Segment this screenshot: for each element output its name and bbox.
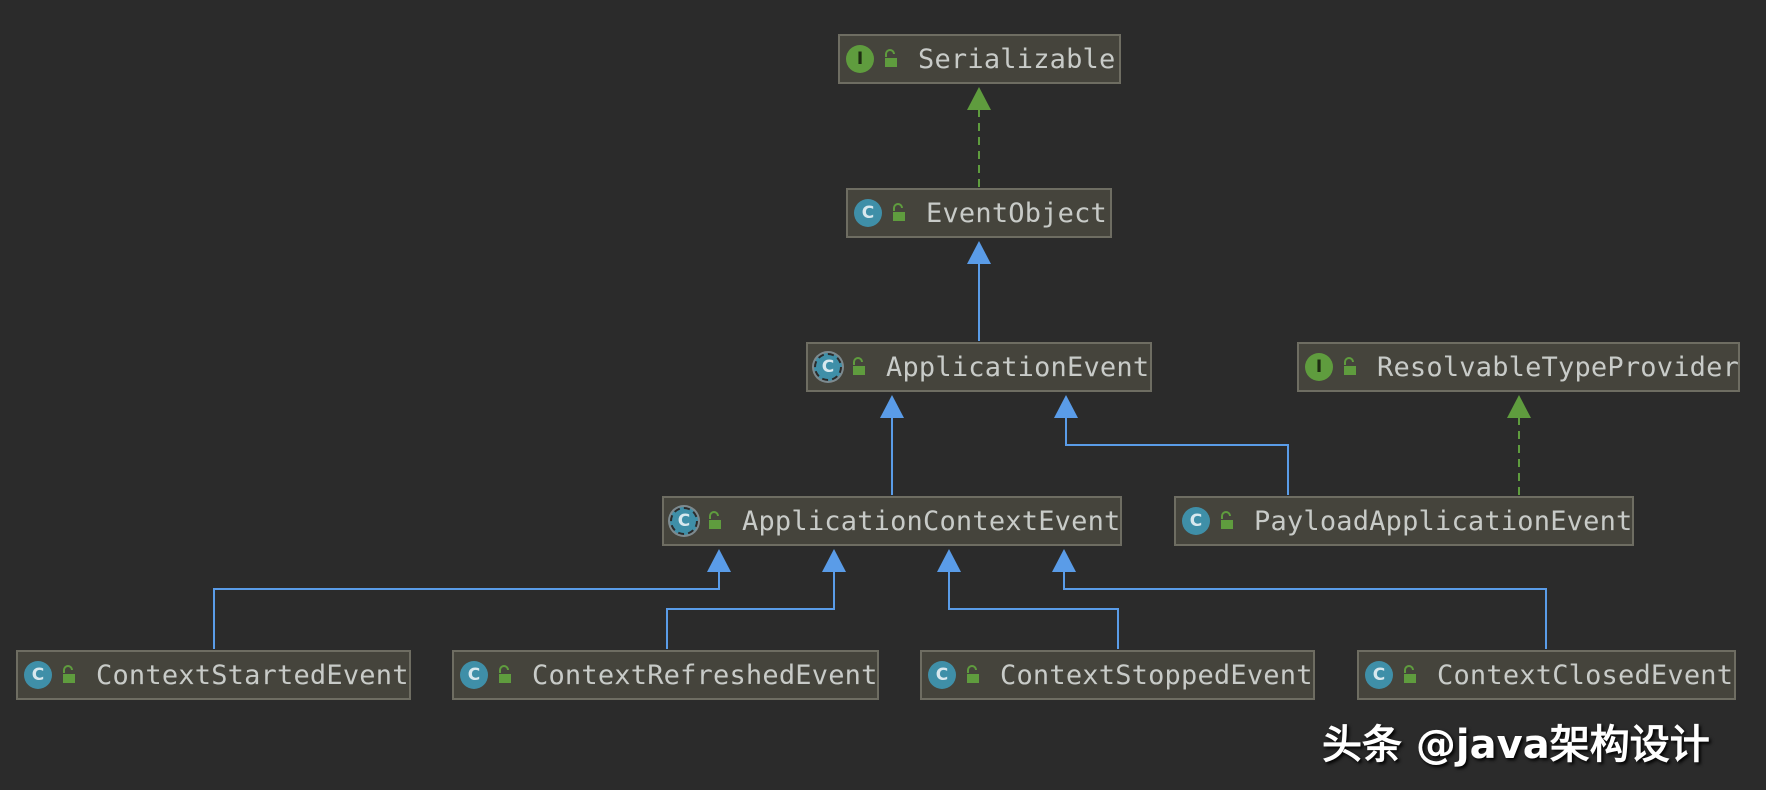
abstract-class-icon: C	[670, 507, 698, 535]
class-icon: C	[460, 661, 488, 689]
unlocked-icon	[1404, 665, 1416, 683]
node-label: ApplicationContextEvent	[742, 505, 1121, 537]
unlocked-icon	[1221, 511, 1233, 529]
unlocked-icon	[853, 357, 865, 375]
edge-contextstoppedevent-applicationcontextevent	[948, 570, 1119, 649]
node-label: PayloadApplicationEvent	[1254, 505, 1633, 537]
class-icon: C	[928, 661, 956, 689]
edge-payloadapplicationevent-applicationevent	[1065, 416, 1289, 495]
unlocked-icon	[499, 665, 511, 683]
node-label: ContextClosedEvent	[1437, 659, 1734, 691]
node-contextrefreshedevent[interactable]: C ContextRefreshedEvent	[452, 650, 879, 700]
class-icon: C	[1365, 661, 1393, 689]
class-icon: C	[854, 199, 882, 227]
node-label: ContextRefreshedEvent	[532, 659, 878, 691]
node-label: ResolvableTypeProvider	[1377, 351, 1740, 383]
unlocked-icon	[885, 49, 897, 67]
arrowhead-ace-3	[937, 549, 961, 572]
edge-contextstartedevent-applicationcontextevent	[213, 570, 720, 649]
node-resolvabletypeprovider[interactable]: I ResolvableTypeProvider	[1297, 342, 1740, 392]
node-label: ContextStartedEvent	[96, 659, 409, 691]
arrowhead-ace-1	[707, 549, 731, 572]
interface-icon: I	[846, 45, 874, 73]
node-contextclosedevent[interactable]: C ContextClosedEvent	[1357, 650, 1736, 700]
abstract-class-icon: C	[814, 353, 842, 381]
edge-contextrefreshedevent-applicationcontextevent	[666, 570, 835, 649]
node-serializable[interactable]: I Serializable	[838, 34, 1121, 84]
node-payloadapplicationevent[interactable]: C PayloadApplicationEvent	[1174, 496, 1634, 546]
arrowhead-eventobject	[967, 241, 991, 264]
watermark: 头条 @java架构设计	[1322, 722, 1710, 768]
node-label: ApplicationEvent	[886, 351, 1150, 383]
node-label: EventObject	[926, 197, 1108, 229]
unlocked-icon	[967, 665, 979, 683]
arrowhead-applicationevent-left	[880, 395, 904, 418]
node-applicationcontextevent[interactable]: C ApplicationContextEvent	[662, 496, 1122, 546]
node-eventobject[interactable]: C EventObject	[846, 188, 1112, 238]
class-icon: C	[24, 661, 52, 689]
node-contextstartedevent[interactable]: C ContextStartedEvent	[16, 650, 411, 700]
unlocked-icon	[709, 511, 721, 529]
arrowhead-ace-4	[1052, 549, 1076, 572]
unlocked-icon	[1344, 357, 1356, 375]
arrowhead-ace-2	[822, 549, 846, 572]
node-contextstoppedevent[interactable]: C ContextStoppedEvent	[920, 650, 1315, 700]
node-applicationevent[interactable]: C ApplicationEvent	[806, 342, 1152, 392]
class-icon: C	[1182, 507, 1210, 535]
unlocked-icon	[893, 203, 905, 221]
edge-contextclosedevent-applicationcontextevent	[1063, 570, 1547, 649]
arrowhead-applicationevent-right	[1054, 395, 1078, 418]
interface-icon: I	[1305, 353, 1333, 381]
arrowhead-resolvabletypeprovider	[1507, 395, 1531, 418]
unlocked-icon	[63, 665, 75, 683]
arrowhead-serializable	[967, 87, 991, 110]
node-label: Serializable	[918, 43, 1116, 75]
node-label: ContextStoppedEvent	[1000, 659, 1313, 691]
